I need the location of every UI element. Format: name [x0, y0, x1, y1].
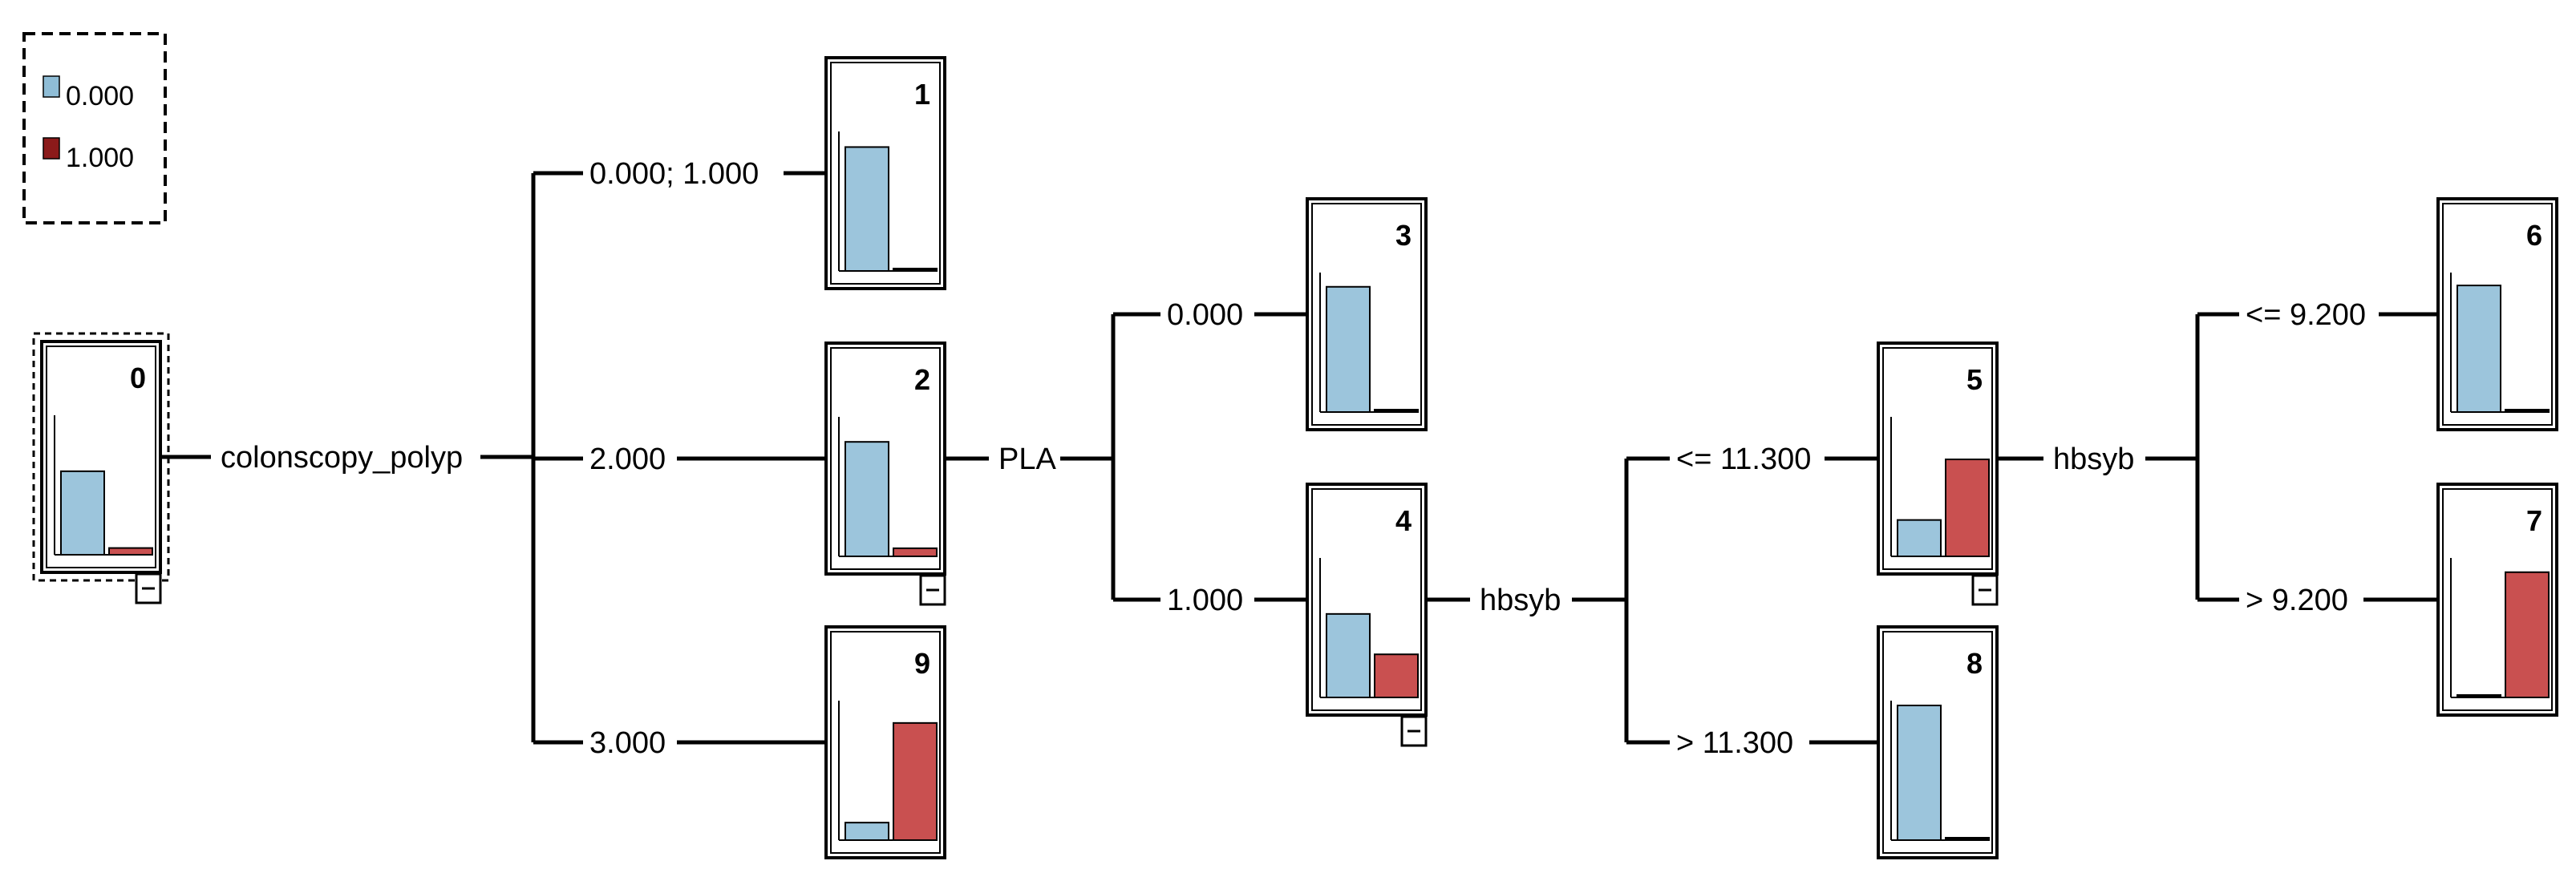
- legend-swatch-1: [43, 137, 60, 160]
- node-inner-frame: [830, 347, 941, 570]
- split-variable-label: hbsyb: [2053, 443, 2134, 476]
- histogram-bar-class-1: [2505, 409, 2550, 413]
- node-id-label: 7: [2526, 504, 2542, 537]
- histogram-bar-class-1: [893, 721, 938, 842]
- tree-nodes: 0 1 2 3 4 5 6 7 8 9: [32, 56, 2558, 859]
- histogram-bar-class-1: [2505, 571, 2550, 699]
- branch-label: 1.000: [1167, 584, 1243, 617]
- branch-label: <= 9.200: [2246, 298, 2366, 332]
- node-inner-frame: [2442, 488, 2553, 711]
- histogram-bar-class-0: [844, 146, 889, 272]
- histogram-bar-class-0: [1897, 519, 1942, 558]
- branch-label: > 9.200: [2246, 584, 2348, 617]
- histogram-bar-class-1: [1374, 409, 1419, 413]
- histogram-bar-class-1: [1945, 459, 1990, 557]
- histogram-bar-class-0: [1897, 705, 1942, 841]
- node-inner-frame: [1882, 347, 1993, 570]
- node-id-label: 0: [130, 362, 146, 394]
- node-inner-frame: [830, 631, 941, 854]
- node-id-label: 8: [1966, 647, 1983, 680]
- legend: 0.000 1.000: [22, 32, 167, 224]
- legend-swatch-0: [43, 75, 60, 98]
- histogram-bar-class-1: [1374, 653, 1419, 698]
- legend-border: [22, 32, 167, 224]
- histogram-bar-class-1: [893, 547, 938, 557]
- branch-label: 3.000: [589, 726, 666, 760]
- tree-node-3[interactable]: 3: [1306, 197, 1428, 431]
- selection-outline: [32, 332, 170, 582]
- histogram-bar-class-0: [1326, 612, 1371, 699]
- split-variable-label: colonscopy_polyp: [221, 441, 463, 475]
- branch-label: 2.000: [589, 443, 666, 476]
- histogram-bar-class-0: [844, 822, 889, 842]
- node-id-label: 3: [1395, 219, 1412, 252]
- node-id-label: 2: [914, 363, 930, 396]
- tree-node-5[interactable]: 5: [1877, 342, 1999, 606]
- collapse-toggle[interactable]: [1971, 574, 1999, 606]
- split-variable-label: hbsyb: [1480, 584, 1561, 617]
- collapse-toggle[interactable]: [1400, 715, 1428, 747]
- legend-label-1: 1.000: [66, 143, 134, 173]
- tree-node-4[interactable]: 4: [1306, 483, 1428, 747]
- histogram-bar-class-1: [1945, 837, 1990, 841]
- node-id-label: 6: [2526, 219, 2542, 252]
- branch-label: 0.000; 1.000: [589, 157, 759, 191]
- node-id-label: 5: [1966, 363, 1983, 396]
- branch-label: 0.000: [1167, 298, 1243, 332]
- tree-edges: colonscopy_polyp 0.000; 1.000 2.000 3.000 PL…: [160, 157, 2438, 760]
- node-inner-frame: [830, 62, 941, 285]
- tree-node-1[interactable]: 1: [824, 56, 946, 290]
- histogram-bar-class-0: [2457, 694, 2501, 698]
- histogram-bar-class-1: [108, 547, 153, 556]
- histogram-bar-class-0: [60, 470, 105, 556]
- histogram-bar-class-0: [1326, 285, 1371, 414]
- tree-node-2[interactable]: 2: [824, 342, 946, 606]
- node-inner-frame: [1311, 488, 1422, 711]
- tree-node-9[interactable]: 9: [824, 625, 946, 859]
- legend-label-0: 0.000: [66, 81, 134, 111]
- branch-label: > 11.300: [1676, 726, 1793, 760]
- histogram-bar-class-0: [844, 441, 889, 558]
- tree-node-6[interactable]: 6: [2436, 197, 2558, 431]
- node-inner-frame: [46, 346, 156, 568]
- node-inner-frame: [1311, 203, 1422, 426]
- histogram-bar-class-0: [2457, 285, 2501, 413]
- collapse-toggle[interactable]: [135, 572, 162, 604]
- node-id-label: 4: [1395, 504, 1412, 537]
- branch-label: <= 11.300: [1676, 443, 1811, 476]
- node-inner-frame: [1882, 631, 1993, 854]
- collapse-toggle[interactable]: [919, 574, 946, 606]
- tree-node-7[interactable]: 7: [2436, 483, 2558, 717]
- tree-node-0[interactable]: 0: [32, 332, 170, 604]
- node-inner-frame: [2442, 203, 2553, 426]
- node-id-label: 1: [914, 78, 930, 111]
- histogram-bar-class-1: [893, 268, 938, 272]
- tree-node-8[interactable]: 8: [1877, 625, 1999, 859]
- split-variable-label: PLA: [998, 443, 1056, 476]
- node-id-label: 9: [914, 647, 930, 680]
